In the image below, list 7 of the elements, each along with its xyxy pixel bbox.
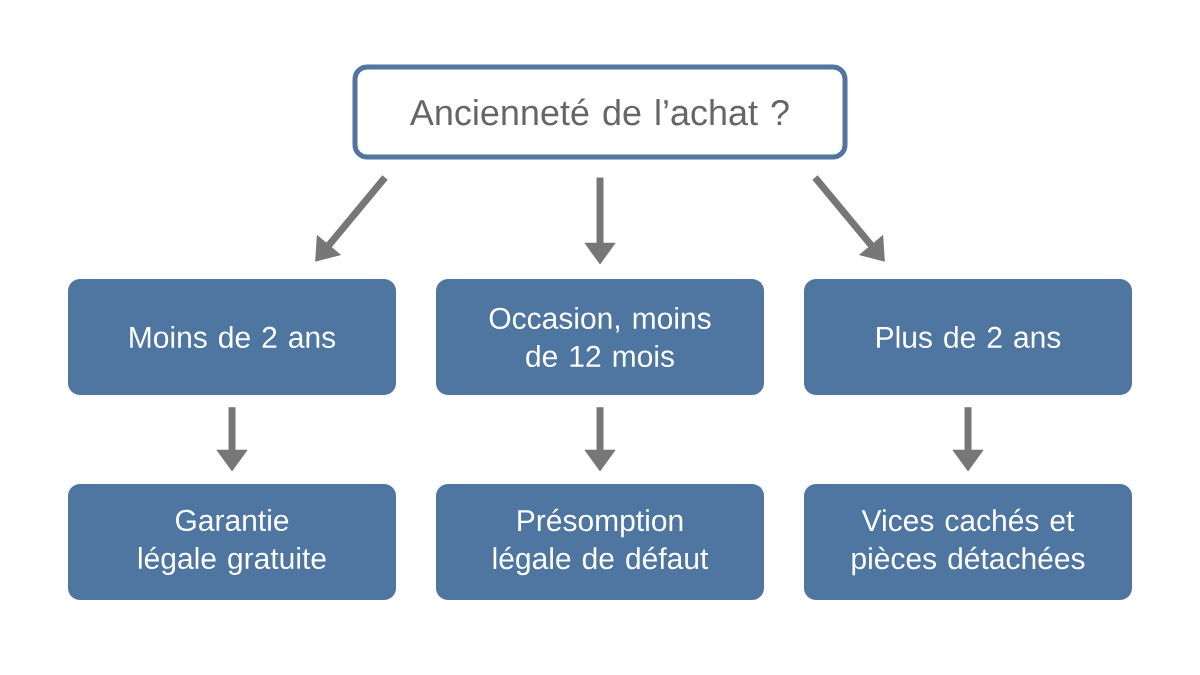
- answer-box: Occasion, moins de 12 mois: [436, 279, 764, 395]
- answer-box: Plus de 2 ans: [804, 279, 1132, 395]
- answer-box: Garantie légale gratuite: [68, 484, 396, 600]
- answer-box: Moins de 2 ans: [68, 279, 396, 395]
- answer-box: Vices cachés et pièces détachées: [804, 484, 1132, 600]
- question-box: Ancienneté de l’achat ?: [352, 64, 848, 160]
- answer-box: Présomption légale de défaut: [436, 484, 764, 600]
